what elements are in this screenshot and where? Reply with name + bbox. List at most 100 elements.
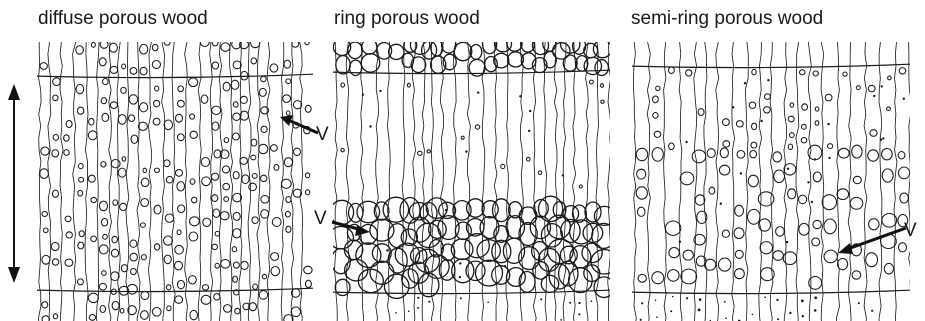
fiber-line	[732, 42, 735, 321]
vessel-pore	[652, 272, 664, 284]
vessel-pore	[541, 275, 558, 292]
vessel-pore	[153, 118, 160, 125]
vessel-pore	[201, 158, 209, 167]
vessel-pore	[291, 307, 300, 317]
vessel-pore	[129, 115, 135, 122]
vessel-pore	[331, 249, 350, 274]
vessel-pore	[853, 176, 861, 183]
vessel-pore	[66, 232, 72, 238]
fiber-line	[573, 42, 576, 321]
vessel-pore	[735, 269, 745, 279]
vessel-pore	[41, 147, 49, 155]
vessel-pore	[224, 197, 229, 202]
vessel-pore	[40, 169, 49, 179]
parenchyma-dot	[379, 90, 381, 92]
vessel-pore	[799, 223, 809, 235]
vessel-pore	[788, 144, 792, 150]
vessel-pore	[164, 39, 170, 45]
vessel-pore	[232, 247, 236, 252]
vessel-pore	[212, 244, 218, 249]
fiber-line	[402, 42, 405, 321]
vessel-pore	[344, 240, 362, 259]
vessel-pore	[764, 107, 771, 113]
vessel-pore	[284, 315, 293, 321]
vessel-pore	[425, 255, 449, 279]
parenchyma-dot	[807, 181, 809, 183]
fiber-line	[314, 42, 317, 321]
vessel-pore	[249, 183, 257, 190]
vessel-pore	[233, 229, 241, 238]
ray-dot	[578, 313, 580, 315]
vessel-pore	[882, 149, 893, 160]
growth-ring-boundary	[32, 288, 318, 292]
vessel-pore	[286, 226, 291, 232]
vessel-pore	[788, 116, 794, 122]
vessel-pore	[251, 139, 257, 146]
vessel-pore	[251, 58, 257, 64]
fiber-line	[162, 42, 165, 321]
vessel-pore	[722, 230, 729, 237]
fiber-line	[704, 42, 707, 321]
fiber-line	[494, 42, 497, 321]
vessel-pore	[415, 249, 439, 272]
vessel-pore	[111, 160, 120, 168]
vessel-pore	[175, 245, 184, 254]
fiber-line	[520, 42, 523, 321]
vessel-pore	[177, 182, 185, 191]
vessel-pore	[78, 190, 83, 196]
vessel-pore	[120, 309, 124, 314]
vessel-pore	[252, 174, 257, 179]
vessel-pore	[759, 219, 771, 231]
vessel-pore	[235, 308, 240, 314]
vessel-pore	[154, 100, 160, 107]
vessel-pore	[271, 253, 279, 261]
vessel-pore	[813, 172, 821, 182]
vessel-pore	[212, 122, 219, 130]
panel-title-semi: semi-ring porous wood	[631, 8, 823, 29]
vessel-pore	[856, 86, 860, 90]
vessel-pore	[99, 245, 108, 254]
vessel-pore	[177, 230, 181, 235]
vessel-pore	[155, 86, 159, 91]
vessel-pore	[801, 138, 807, 143]
vessel-pore	[292, 41, 299, 48]
fiber-line	[85, 42, 88, 321]
vessel-pore	[79, 231, 84, 237]
vessel-pore	[899, 243, 907, 252]
vessel-pore	[341, 149, 344, 152]
vessel-pore	[305, 190, 309, 195]
vessel-pore	[178, 100, 185, 107]
vessel-pore	[112, 236, 118, 243]
vessel-label-semi: V	[904, 220, 917, 241]
vessel-pore	[305, 40, 309, 45]
vessel-pore	[852, 271, 861, 279]
vessel-pore	[240, 96, 247, 103]
vessel-pore	[223, 183, 230, 189]
vessel-pore	[152, 61, 160, 69]
vessel-pore	[802, 104, 808, 110]
vessel-pore	[220, 212, 229, 220]
vessel-pore	[843, 72, 847, 76]
vessel-pore	[53, 190, 59, 197]
fiber-line	[716, 42, 719, 321]
parenchyma-dot	[880, 139, 882, 141]
ray-dot	[764, 296, 766, 298]
vessel-pore	[824, 250, 837, 263]
vessel-pore	[776, 227, 785, 237]
vessel-pore	[175, 296, 183, 303]
vessel-pore	[113, 200, 118, 205]
fiber-line	[864, 42, 867, 321]
vessel-pore	[336, 56, 350, 74]
vessel-pore	[284, 60, 291, 68]
parenchyma-dot	[445, 209, 447, 211]
vessel-pore	[887, 107, 891, 111]
ray-dot	[641, 302, 643, 304]
growth-direction-arrow-icon	[8, 84, 20, 283]
vessel-pore	[668, 270, 680, 282]
vessel-pore	[51, 242, 59, 250]
vessel-pore	[233, 262, 239, 268]
vessel-pore	[773, 251, 783, 261]
vessel-pore	[242, 175, 249, 184]
vessel-pore	[638, 274, 646, 282]
vessel-pore	[111, 272, 119, 281]
